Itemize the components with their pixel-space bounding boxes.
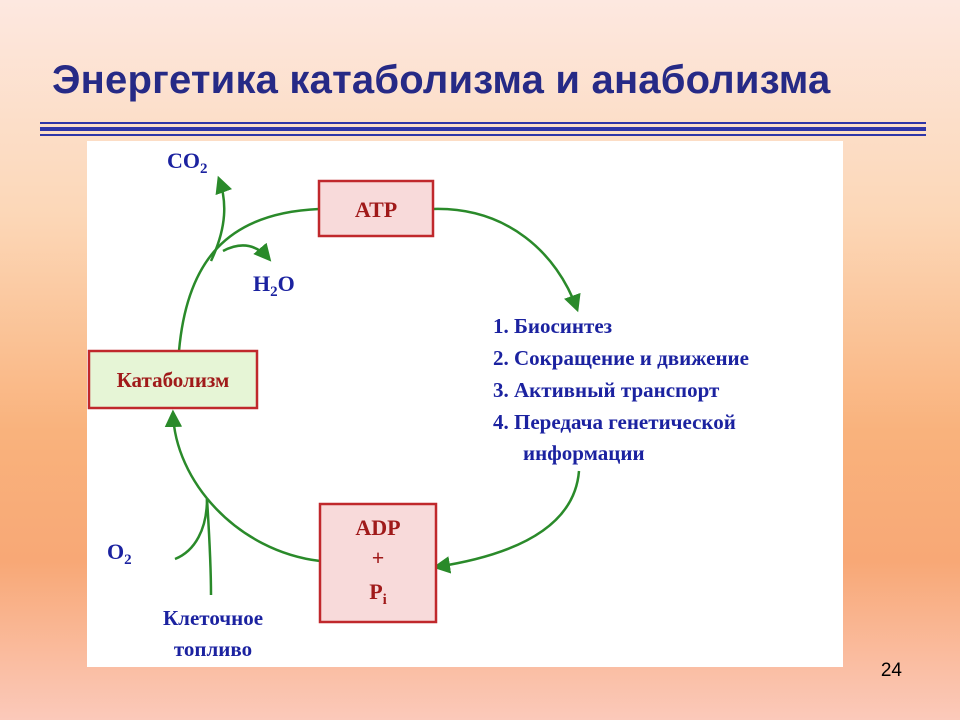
atp-box [317, 179, 435, 238]
adp-pi-box [318, 502, 438, 624]
pi-label: Pi [369, 579, 387, 608]
h2o-label: H2O [253, 271, 295, 300]
arc-catabolism-to-atp [177, 207, 320, 352]
adp-label: ADP [355, 515, 400, 540]
fuel-label-line1: Клеточное [163, 606, 263, 630]
energy-cycle-diagram: ATP ADP + Pi Катаболизм CO2 H2O O2 Клето… [87, 148, 749, 661]
fuel-label-line2: топливо [174, 637, 252, 661]
diagram-panel: ATP ADP + Pi Катаболизм CO2 H2O O2 Клето… [87, 141, 843, 667]
catabolism-box [87, 349, 259, 410]
arrow-fuel-in [205, 498, 213, 596]
use-item-2: 2. Сокращение и движение [493, 346, 749, 370]
arc-atp-to-uses [432, 207, 581, 313]
catabolism-label: Катаболизм [117, 368, 230, 392]
co2-label: CO2 [167, 148, 208, 177]
arc-adp-to-catabolism [164, 409, 321, 563]
use-item-4-continued: информации [523, 441, 645, 465]
title-underline-top [40, 122, 926, 124]
arrow-h2o [222, 242, 272, 262]
arc-uses-to-adp [432, 470, 581, 574]
atp-label: ATP [355, 197, 397, 222]
arrow-o2-in [174, 498, 209, 561]
use-item-4: 4. Передача генетической [493, 410, 736, 434]
title-underline-bottom [40, 134, 926, 136]
use-item-1: 1. Биосинтез [493, 314, 612, 338]
slide-title: Энергетика катаболизма и анаболизма [52, 58, 831, 102]
arrow-co2 [209, 175, 233, 262]
use-item-3: 3. Активный транспорт [493, 378, 720, 402]
page-number: 24 [880, 660, 902, 681]
title-underline-middle [40, 127, 926, 131]
plus-sign: + [372, 545, 385, 570]
o2-label: O2 [107, 539, 132, 568]
